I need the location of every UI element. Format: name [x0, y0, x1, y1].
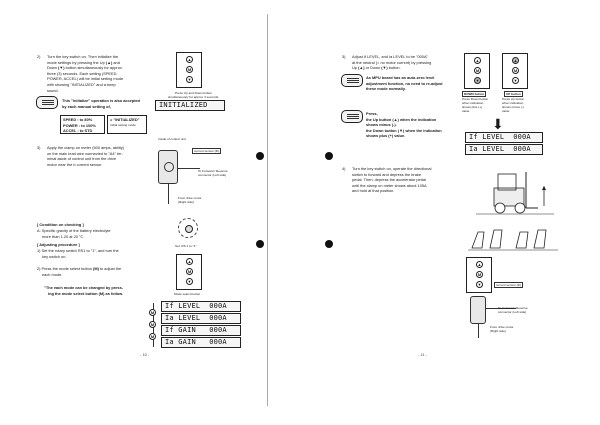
inside-caption: Inside of control unit — [158, 137, 186, 141]
down-keypad: ▲ M ▼ — [464, 53, 490, 89]
adjust-step-text: Adjust If LEVEL, and Ia LEVEL to be "000… — [352, 54, 432, 71]
control-keypad: ▲ M ▼ — [466, 257, 492, 293]
rotary-switch-icon — [178, 218, 198, 238]
current-sensor-label: current sensor (Ib) — [192, 148, 222, 155]
rotary-caption: Set: RS 1 to "1" — [175, 244, 197, 248]
binder-hole — [256, 152, 264, 160]
down-button-icon: ▼ — [476, 281, 483, 288]
auto-zero-note: As MPU board has an auto-zero level adju… — [366, 75, 443, 92]
up-button-desc: Press Up button when indication shows mi… — [502, 97, 525, 114]
mode-button-icon: M — [149, 321, 156, 328]
page-divider — [267, 14, 268, 406]
up-button-label: UP button — [504, 91, 523, 98]
lcd-if-gain: If GAIN 000A — [161, 325, 241, 336]
initialized-label: = "INITIALIZED" — [110, 117, 140, 122]
drive-motor-label: From drive motor (Right side) — [490, 325, 514, 334]
forklift-illustration — [476, 172, 554, 215]
lcd-initialized: INITIALIZED — [155, 100, 225, 111]
left-page-number: - 10 - — [140, 352, 150, 357]
step3-number: 3) — [37, 145, 41, 150]
pedal-illustration — [468, 229, 558, 251]
mode-button-icon: M — [512, 67, 519, 74]
up-button-icon: ▲ — [186, 258, 193, 265]
lcd-if-level: If LEVEL 000A — [465, 132, 543, 143]
down-button-icon: ▼ — [186, 278, 193, 285]
control-unit-figure — [154, 142, 224, 206]
press-note: Press, the Up button (▲) when the indica… — [366, 111, 442, 139]
settings-box: SPEED : to 80% POWER : to 100% ACCEL : t… — [60, 115, 105, 134]
up-keypad: ▲ M ▼ — [502, 53, 528, 89]
right-page-number: - 11 - — [418, 352, 428, 357]
press-caption: Press Up and Down button simultaneously … — [167, 91, 220, 100]
up-button-icon: ▲ — [474, 57, 481, 64]
right-page: 3) Adjust If LEVEL, and Ia LEVEL to be "… — [268, 0, 600, 425]
binder-hole — [256, 240, 264, 248]
mode-select-caption: Mode select button — [174, 292, 201, 296]
note-hand-icon — [341, 110, 363, 123]
current-sensor-label: current sensor (Ib) — [494, 282, 524, 289]
condition-text: A: Specific gravity of the battery elect… — [37, 228, 111, 239]
left-page: 2) Turn the key switch on. Then initiali… — [0, 0, 267, 425]
mode-button-icon: M — [186, 66, 193, 73]
mode-button-icon: M — [149, 333, 156, 340]
lcd-ia-level: Ia LEVEL 000A — [465, 144, 543, 155]
note-hand-icon — [341, 74, 363, 87]
mode-changed-note: "The each mode can be changed by press- … — [44, 285, 124, 296]
up-button-icon: ▲ — [186, 56, 193, 63]
down-button-label: DOWN button — [462, 91, 487, 98]
up-button-icon: ▲ — [476, 261, 483, 268]
down-button-icon: ▼ — [186, 76, 193, 83]
step2-text: Turn the key switch on. Then initialize … — [47, 54, 124, 93]
note-title: This "initialize" operation is also acce… — [62, 98, 141, 109]
down-button-icon: ▼ — [512, 77, 519, 84]
lcd-ia-level: Ia LEVEL 000A — [161, 313, 241, 324]
down-button-desc: Press Down button when indication shows … — [462, 97, 489, 114]
mode-cycle-arrows: M M M — [148, 303, 160, 347]
procedure-step1: 1) Set the rotary switch RS1 to "1", and… — [37, 248, 119, 259]
adjust-step-number: 3) — [342, 54, 346, 59]
step3-text: Apply the clamp on meter (500 amps, abil… — [47, 145, 124, 167]
down-button-icon: ▼ — [474, 77, 481, 84]
step2-number: 2) — [37, 54, 41, 59]
mode-select-keypad: ▲ M ▼ — [176, 254, 202, 290]
note-hand-icon — [36, 96, 58, 109]
up-button-icon: ▲ — [512, 57, 519, 64]
fw-connector-label: To Forward / Reverse connector (Left sid… — [198, 169, 228, 178]
condition-title: [ Condition on checking ] — [37, 222, 84, 227]
lcd-if-level: If LEVEL 000A — [161, 301, 241, 312]
binder-hole — [325, 240, 333, 248]
mode-button-icon: M — [186, 268, 193, 275]
fw-connector-label: To Forward / Reverse connector (Left sid… — [498, 306, 528, 315]
mode-button-icon: M — [149, 309, 156, 316]
initial-mode-label: Initial setting mode — [110, 122, 136, 127]
mode-button-icon: M — [474, 67, 481, 74]
procedure-title: [ Adjusting procedure ] — [37, 242, 80, 247]
step4-text: Turn the key switch on, operate the dire… — [352, 166, 432, 194]
down-arrow-icon: ⬇ — [492, 116, 504, 132]
lcd-ia-gain: Ia GAIN 000A — [161, 337, 241, 348]
binder-hole — [325, 152, 333, 160]
drive-motor-label: From drive motor (Right side) — [178, 196, 202, 205]
initialize-keypad: ▲ M ▼ — [176, 52, 202, 88]
procedure-step2: 2) Press the mode select button (M) to a… — [37, 266, 122, 277]
mode-button-icon: M — [476, 271, 483, 278]
control-unit-figure — [468, 294, 524, 338]
step4-number: 4) — [342, 166, 346, 171]
initialized-box: = "INITIALIZED" Initial setting mode — [107, 115, 147, 134]
